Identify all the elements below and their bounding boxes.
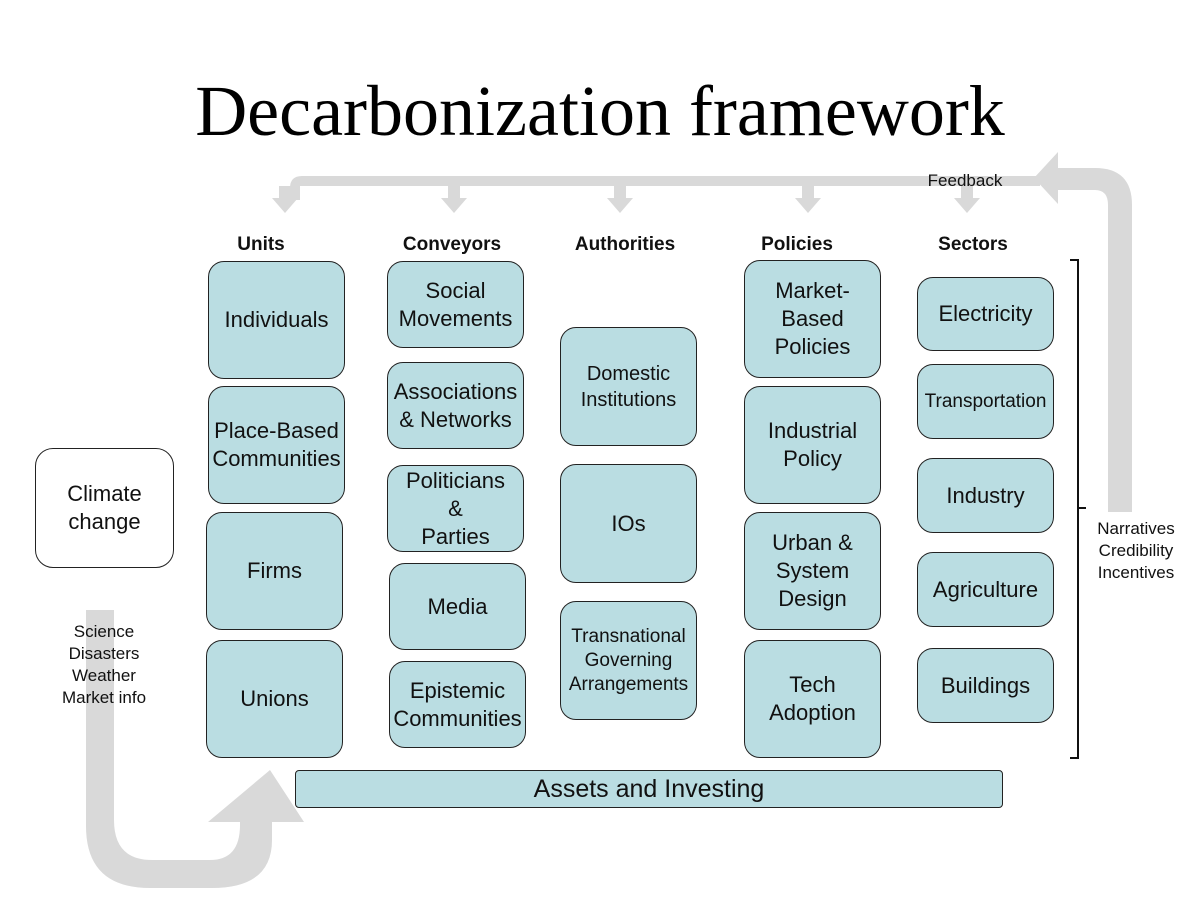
- climate-inputs-label: Science Disasters Weather Market info: [61, 622, 147, 707]
- box-industrial-policy: Industrial Policy: [744, 386, 881, 504]
- header-conveyors: Conveyors: [402, 234, 502, 255]
- box-individuals: Individuals: [208, 261, 345, 379]
- climate-input-arrow: [86, 610, 304, 888]
- header-authorities: Authorities: [574, 234, 676, 255]
- box-transportation: Transportation: [917, 364, 1054, 439]
- box-urban-system-design: Urban & System Design: [744, 512, 881, 630]
- sectors-bracket: [1070, 259, 1086, 759]
- box-transnational-governing-arrangements: Transnational Governing Arrangements: [560, 601, 697, 720]
- box-epistemic-communities: Epistemic Communities: [389, 661, 526, 748]
- feedback-down-arrows: [272, 186, 980, 213]
- box-place-based-communities: Place-Based Communities: [208, 386, 345, 504]
- box-unions: Unions: [206, 640, 343, 758]
- assets-and-investing-bar: Assets and Investing: [295, 770, 1003, 808]
- box-climate-change: Climate change: [35, 448, 174, 568]
- header-units: Units: [237, 234, 285, 255]
- box-buildings: Buildings: [917, 648, 1054, 723]
- box-domestic-institutions: Domestic Institutions: [560, 327, 697, 446]
- feedback-return-arrow: [1034, 152, 1132, 512]
- box-electricity: Electricity: [917, 277, 1054, 351]
- header-policies: Policies: [761, 234, 833, 255]
- feedback-top-bar: [290, 176, 1040, 200]
- box-associations-networks: Associations & Networks: [387, 362, 524, 449]
- box-ios: IOs: [560, 464, 697, 583]
- box-agriculture: Agriculture: [917, 552, 1054, 627]
- page-title: Decarbonization framework: [195, 71, 1005, 151]
- box-media: Media: [389, 563, 526, 650]
- box-market-based-policies: Market- Based Policies: [744, 260, 881, 378]
- box-politicians-parties: Politicians & Parties: [387, 465, 524, 552]
- box-tech-adoption: Tech Adoption: [744, 640, 881, 758]
- box-firms: Firms: [206, 512, 343, 630]
- box-industry: Industry: [917, 458, 1054, 533]
- header-sectors: Sectors: [938, 234, 1008, 255]
- feedback-label: Feedback: [927, 171, 1003, 190]
- box-social-movements: Social Movements: [387, 261, 524, 348]
- sector-outputs-label: Narratives Credibility Incentives: [1097, 519, 1175, 582]
